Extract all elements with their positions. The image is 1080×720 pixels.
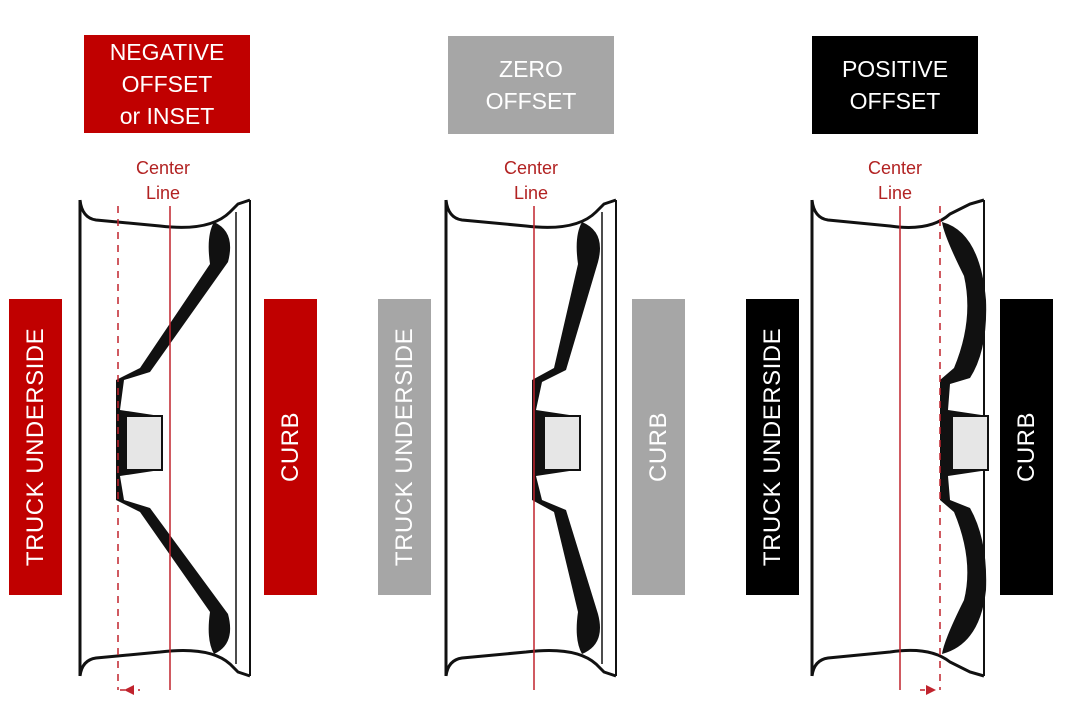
wheel-cross-section-icon [810, 198, 989, 695]
title-line-1: NEGATIVE [109, 39, 225, 65]
title-line-3: or INSET [119, 103, 215, 129]
center-label-line-2: Line [145, 183, 181, 203]
center-label-line-2: Line [513, 183, 549, 203]
title-box-positive: POSITIVE OFFSET [812, 36, 978, 134]
title-line-2: OFFSET [121, 71, 213, 97]
panel-zero-offset: ZERO OFFSET Center Line TRUCK UNDERSIDE … [366, 0, 726, 720]
title-box-zero: ZERO OFFSET [448, 36, 614, 134]
center-line-label: Center Line [471, 156, 591, 206]
center-label-line-1: Center [135, 158, 191, 178]
title-line-1: POSITIVE [841, 56, 949, 82]
center-label-line-2: Line [877, 183, 913, 203]
title-line-2: OFFSET [849, 88, 941, 114]
wheel-cross-section-icon [78, 198, 251, 695]
truck-underside-bar: TRUCK UNDERSIDE [378, 299, 431, 595]
title-line-2: OFFSET [485, 88, 577, 114]
panel-negative-offset: NEGATIVE OFFSET or INSET Center Line TRU… [0, 0, 360, 720]
title-line-1: ZERO [499, 56, 563, 82]
center-line-label: Center Line [835, 156, 955, 206]
panel-positive-offset: POSITIVE OFFSET Center Line TRUCK UNDERS… [730, 0, 1080, 720]
curb-bar: CURB [632, 299, 685, 595]
truck-underside-bar: TRUCK UNDERSIDE [746, 299, 799, 595]
center-label-line-1: Center [867, 158, 923, 178]
truck-underside-bar: TRUCK UNDERSIDE [9, 299, 62, 595]
center-line-label: Center Line [103, 156, 223, 206]
curb-bar: CURB [1000, 299, 1053, 595]
curb-bar: CURB [264, 299, 317, 595]
title-box-negative: NEGATIVE OFFSET or INSET [84, 35, 250, 133]
center-label-line-1: Center [503, 158, 559, 178]
wheel-cross-section-icon [444, 198, 617, 690]
